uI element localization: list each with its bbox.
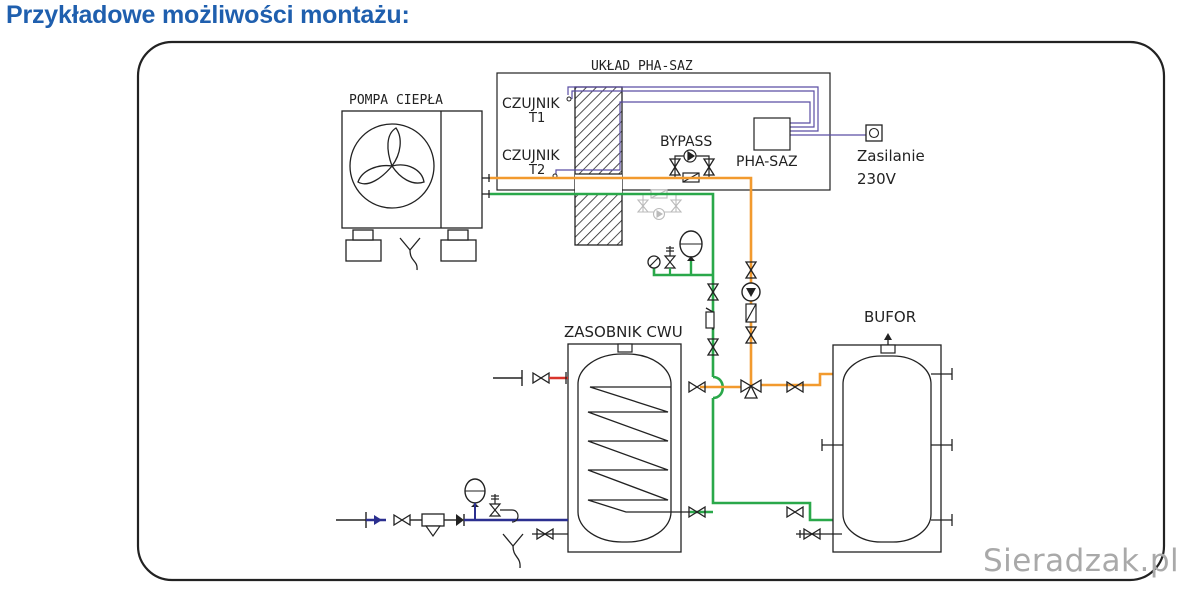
filter-icon — [421, 513, 445, 538]
dhw-tank-label: ZASOBNIK CWU — [564, 323, 683, 341]
expansion-vessel-icon — [464, 478, 486, 520]
dhw-tank — [567, 343, 690, 553]
controller-label: PHA-SAZ — [736, 154, 798, 170]
fan-icon — [349, 123, 435, 209]
watermark: Sieradzak.pl — [983, 543, 1180, 579]
filter-icon — [705, 307, 715, 330]
sensor-t1-label-2: T1 — [528, 111, 545, 126]
expansion-branch — [652, 262, 713, 277]
wall — [574, 86, 623, 246]
valve-icon — [393, 514, 411, 526]
system-label: UKŁAD PHA-SAZ — [591, 59, 693, 74]
valve-icon — [786, 381, 804, 393]
sensor-t2-label-1: CZUJNIK — [502, 148, 560, 164]
valve-icon — [786, 506, 804, 518]
diagram-frame — [136, 40, 1166, 582]
buffer-tank — [821, 333, 953, 553]
controller-box — [753, 117, 791, 151]
socket-icon — [865, 124, 883, 142]
supply-pipe — [490, 176, 842, 387]
sensor-t1-icon — [566, 96, 572, 102]
sensor-t1-label-1: CZUJNIK — [502, 96, 560, 112]
sensor-t2-label-2: T2 — [528, 163, 545, 178]
safety-valve-icon — [488, 494, 519, 523]
pump-icon — [741, 282, 761, 302]
page-title: Przykładowe możliwości montażu: — [6, 1, 410, 29]
heat-pump-label: POMPA CIEPŁA — [349, 93, 443, 108]
bypass-label: BYPASS — [660, 134, 712, 150]
valve-icon — [532, 372, 550, 384]
buffer-label: BUFOR — [864, 308, 916, 326]
controller-wires — [555, 86, 867, 174]
expansion-vessel-icon — [679, 230, 703, 261]
three-way-valve-icon — [740, 378, 762, 399]
safety-valve-icon — [663, 246, 677, 275]
power-label-1: Zasilanie — [857, 147, 925, 165]
heat-pump-unit — [341, 110, 490, 271]
manometer-icon — [647, 255, 661, 269]
power-label-2: 230V — [857, 170, 897, 188]
